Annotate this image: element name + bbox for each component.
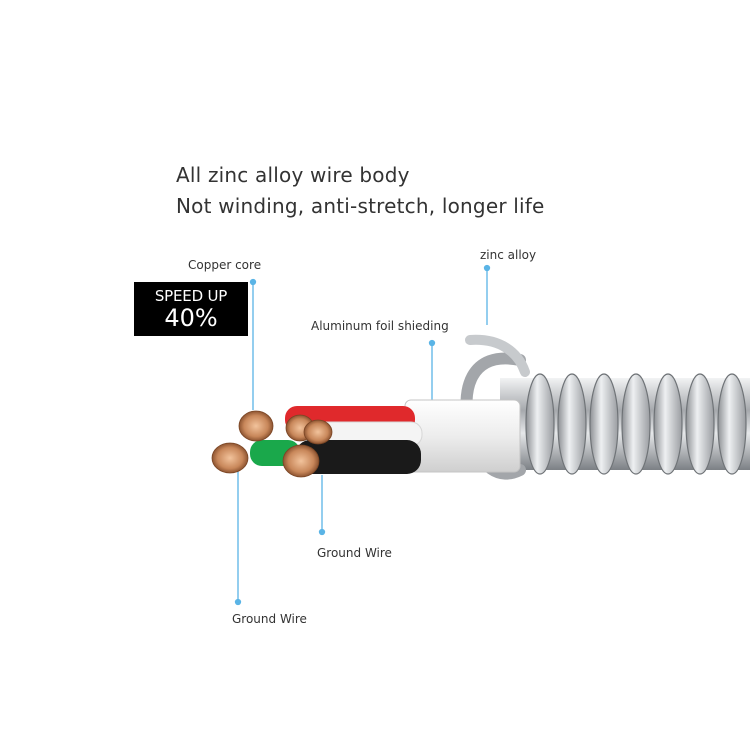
headline-line-1: All zinc alloy wire body <box>176 163 410 187</box>
leader-dot-aluminum-foil <box>428 339 436 347</box>
copper-end-1 <box>238 410 274 442</box>
copper-strands <box>211 410 333 478</box>
aluminum-foil-label: Aluminum foil shieding <box>311 319 449 333</box>
copper-end-4 <box>211 442 249 474</box>
black-wire <box>296 440 421 474</box>
leader-dot-ground-wire-1 <box>318 528 326 536</box>
badge-line-1: SPEED UP <box>154 287 228 305</box>
ground-wire-label-1: Ground Wire <box>317 546 392 560</box>
leader-dot-ground-wire-2 <box>234 598 242 606</box>
zinc-alloy-armor <box>460 334 750 480</box>
leader-dot-copper-core <box>249 278 257 286</box>
leader-lines <box>234 264 491 606</box>
leader-dot-zinc-alloy <box>483 264 491 272</box>
badge-line-2: 40% <box>164 304 218 332</box>
copper-end-5 <box>282 444 320 478</box>
copper-core-label: Copper core <box>188 258 262 272</box>
zinc-alloy-label: zinc alloy <box>480 248 537 262</box>
inner-wires <box>250 406 423 474</box>
headline-line-2: Not winding, anti-stretch, longer life <box>176 194 545 218</box>
copper-end-3 <box>303 419 333 445</box>
ground-wire-label-2: Ground Wire <box>232 612 307 626</box>
speed-up-badge: SPEED UP 40% <box>134 282 248 336</box>
